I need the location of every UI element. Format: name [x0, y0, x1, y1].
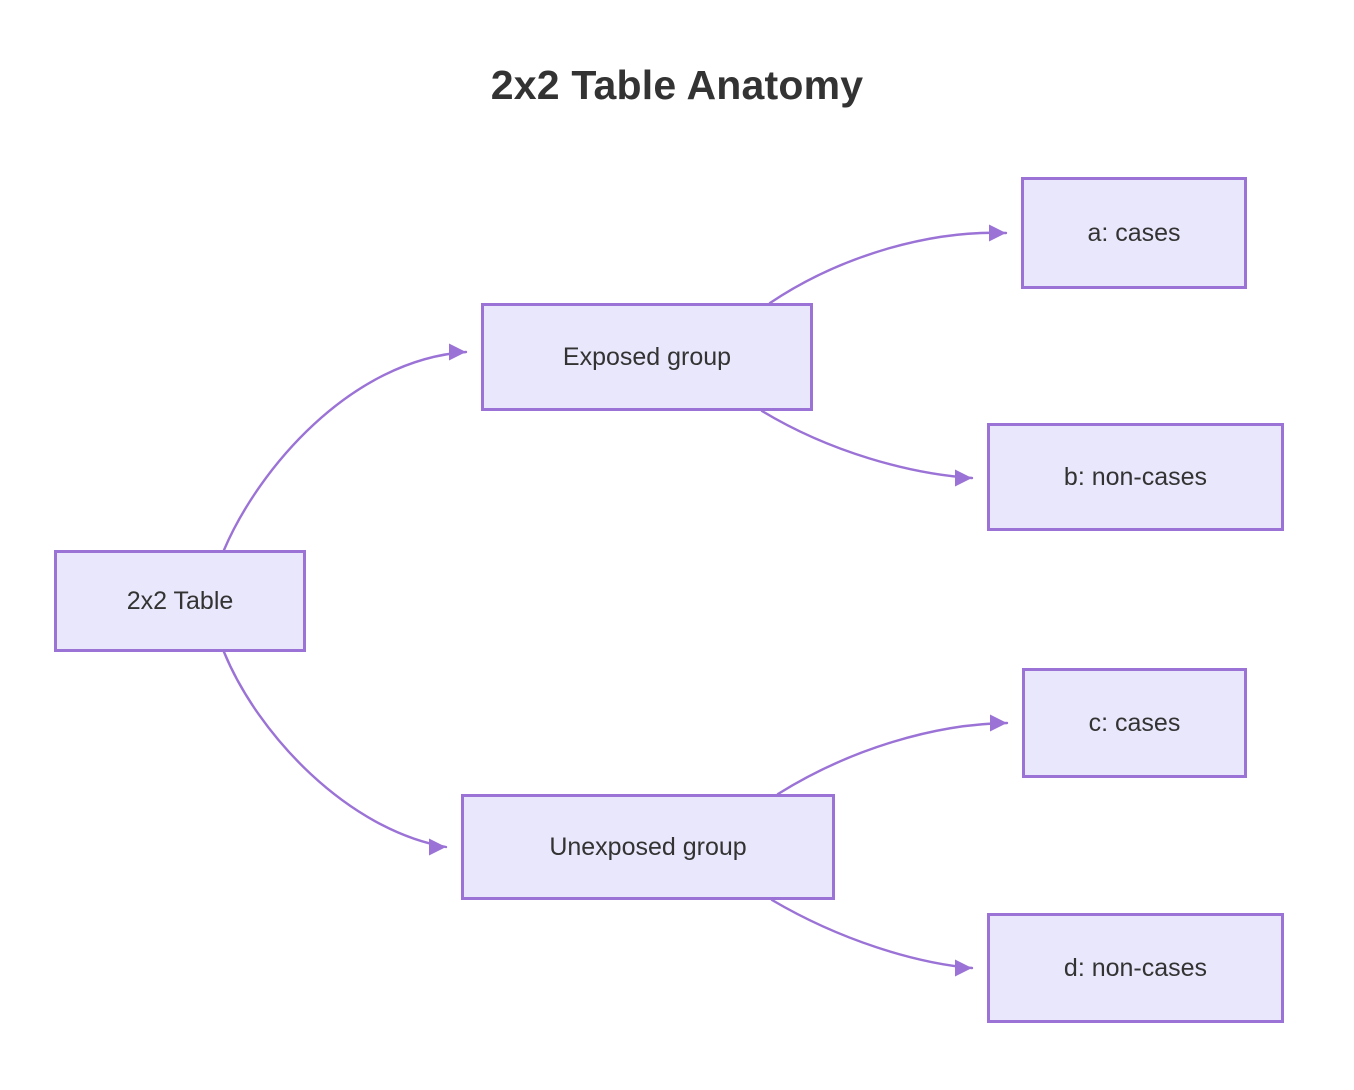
edge-exposed-to-b_noncases [760, 409, 974, 480]
node-a-cases-label: a: cases [1087, 219, 1181, 247]
edge-exposed-to-a_cases [768, 231, 1008, 305]
node-a-cases[interactable]: a: cases [1021, 177, 1247, 289]
edge-unexposed-to-d_noncases [770, 898, 974, 970]
node-unexposed-group-label: Unexposed group [549, 833, 747, 861]
node-d-non-cases-label: d: non-cases [1063, 954, 1208, 982]
node-b-non-cases[interactable]: b: non-cases [987, 423, 1284, 531]
node-root[interactable]: 2x2 Table [54, 550, 306, 652]
edge-unexposed-to-c_cases [776, 721, 1009, 796]
node-d-non-cases[interactable]: d: non-cases [987, 913, 1284, 1023]
node-root-label: 2x2 Table [126, 587, 234, 615]
node-exposed-group-label: Exposed group [562, 343, 732, 371]
arrow-a-icon [989, 224, 1006, 242]
arrow-b-icon [955, 469, 972, 487]
arrow-c-icon [990, 714, 1007, 732]
node-c-cases[interactable]: c: cases [1022, 668, 1247, 778]
arrow-exposed-icon [449, 343, 466, 361]
node-b-non-cases-label: b: non-cases [1063, 463, 1208, 491]
arrow-d-icon [955, 959, 972, 977]
arrow-unexposed-icon [429, 838, 446, 856]
node-exposed-group[interactable]: Exposed group [481, 303, 813, 411]
node-c-cases-label: c: cases [1088, 709, 1181, 737]
edge-root-to-exposed [222, 350, 468, 552]
node-unexposed-group[interactable]: Unexposed group [461, 794, 835, 900]
edge-root-to-unexposed [222, 650, 448, 849]
page-title: 2x2 Table Anatomy [490, 62, 864, 108]
